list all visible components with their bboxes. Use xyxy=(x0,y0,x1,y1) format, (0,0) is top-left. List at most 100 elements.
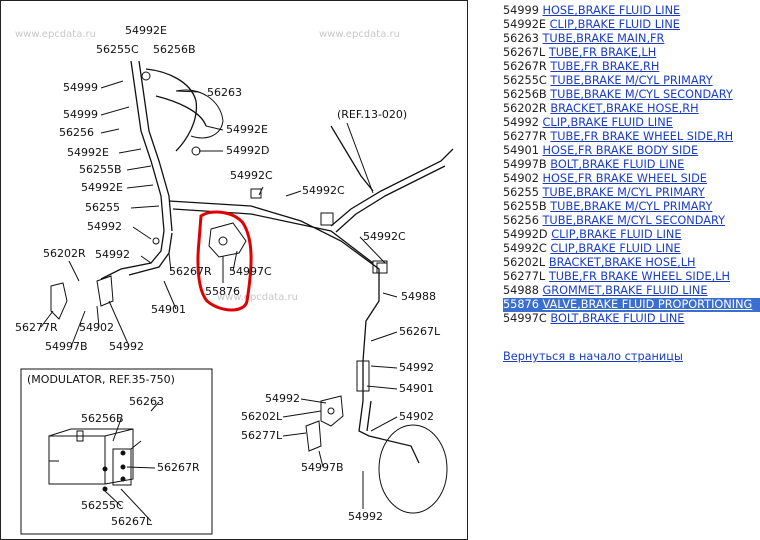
callout: 54992 xyxy=(399,361,434,374)
callout: 54992 xyxy=(95,248,130,261)
part-description-link[interactable]: CLIP,BRAKE FLUID LINE xyxy=(551,228,682,241)
part-number: 56255C xyxy=(503,74,547,87)
callout: 54997B xyxy=(45,340,88,353)
callout: 54988 xyxy=(401,290,436,303)
part-number: 56255B xyxy=(503,200,547,213)
callout: 54992E xyxy=(67,146,109,159)
leader-lines xyxy=(40,80,398,522)
part-row: 54988 GROMMET,BRAKE FLUID LINE xyxy=(503,284,760,298)
part-number: 54988 xyxy=(503,284,539,297)
watermark: www.epcdata.ru xyxy=(217,292,298,303)
part-row: 56267R TUBE,FR BRAKE,RH xyxy=(503,60,760,74)
part-description-link[interactable]: BOLT,BRAKE FLUID LINE xyxy=(550,158,685,171)
part-row: 54901 HOSE,FR BRAKE BODY SIDE xyxy=(503,144,760,158)
part-row-selected: 55876 VALVE,BRAKE FLUID PROPORTIONING xyxy=(503,298,760,312)
callout: 54992 xyxy=(348,510,383,523)
part-description-link[interactable]: HOSE,FR BRAKE WHEEL SIDE xyxy=(542,172,707,185)
part-number: 56277L xyxy=(503,270,546,283)
part-description-link[interactable]: HOSE,FR BRAKE BODY SIDE xyxy=(542,144,699,157)
part-number: 56277R xyxy=(503,130,547,143)
part-description-link[interactable]: CLIP,BRAKE FLUID LINE xyxy=(549,18,680,31)
parts-diagram: www.epcdata.ru www.epcdata.ru www.epcdat… xyxy=(0,0,468,540)
part-number: 56202L xyxy=(503,256,546,269)
part-row: 54997C BOLT,BRAKE FLUID LINE xyxy=(503,312,760,326)
callout: 54997B xyxy=(301,461,344,474)
callout: 56202R xyxy=(43,247,86,260)
part-description-link[interactable]: HOSE,BRAKE FLUID LINE xyxy=(542,4,681,17)
callout: 56255C xyxy=(81,499,124,512)
part-number: 56267R xyxy=(503,60,547,73)
watermark: www.epcdata.ru xyxy=(319,29,400,40)
part-description-link[interactable]: TUBE,BRAKE M/CYL PRIMARY xyxy=(542,186,705,199)
callout: 54901 xyxy=(151,303,186,316)
part-row: 56256B TUBE,BRAKE M/CYL SECONDARY xyxy=(503,88,760,102)
part-description-link[interactable]: TUBE,FR BRAKE,RH xyxy=(550,60,660,73)
part-description-link[interactable]: TUBE,FR BRAKE WHEEL SIDE,LH xyxy=(548,270,730,283)
part-description-link[interactable]: TUBE,FR BRAKE WHEEL SIDE,RH xyxy=(550,130,734,143)
part-number: 54992D xyxy=(503,228,548,241)
part-number: 56202R xyxy=(503,102,547,115)
part-row: 56255 TUBE,BRAKE M/CYL PRIMARY xyxy=(503,186,760,200)
callout: 56256 xyxy=(59,126,94,139)
callout: 56277L xyxy=(241,429,283,442)
callout: 56256B xyxy=(81,412,124,425)
callout: 54999 xyxy=(63,81,98,94)
part-number: 54992C xyxy=(503,242,547,255)
callout: 56277R xyxy=(15,321,58,334)
callout: 56255 xyxy=(85,201,120,214)
part-row: 56256 TUBE,BRAKE M/CYL SECONDARY xyxy=(503,214,760,228)
part-number: 54902 xyxy=(503,172,539,185)
modulator-label: (MODULATOR, REF.35-750) xyxy=(27,373,175,386)
part-row: 54992C CLIP,BRAKE FLUID LINE xyxy=(503,242,760,256)
part-description-link[interactable]: TUBE,BRAKE M/CYL PRIMARY xyxy=(550,74,713,87)
part-description-link[interactable]: TUBE,BRAKE M/CYL SECONDARY xyxy=(542,214,726,227)
callout: 54997C xyxy=(229,265,272,278)
part-number: 56263 xyxy=(503,32,539,45)
part-number: 54997C xyxy=(503,312,547,325)
part-row: 54902 HOSE,FR BRAKE WHEEL SIDE xyxy=(503,172,760,186)
callout: 54901 xyxy=(399,382,434,395)
callout: 56267R xyxy=(157,461,200,474)
callout: 54992E xyxy=(226,123,268,136)
part-row: 56267L TUBE,FR BRAKE,LH xyxy=(503,46,760,60)
part-row: 54992D CLIP,BRAKE FLUID LINE xyxy=(503,228,760,242)
callout: 56255B xyxy=(79,163,122,176)
callout: 54992 xyxy=(87,220,122,233)
callout: 54992C xyxy=(302,184,345,197)
part-number: 56256B xyxy=(503,88,547,101)
part-description-link[interactable]: TUBE,BRAKE M/CYL PRIMARY xyxy=(550,200,713,213)
part-description-link[interactable]: TUBE,FR BRAKE,LH xyxy=(548,46,657,59)
part-row: 56255B TUBE,BRAKE M/CYL PRIMARY xyxy=(503,200,760,214)
part-description-link[interactable]: GROMMET,BRAKE FLUID LINE xyxy=(542,284,708,297)
part-number: 55876 xyxy=(503,298,539,311)
part-description-link[interactable]: VALVE,BRAKE FLUID PROPORTIONING xyxy=(542,298,753,311)
part-row: 54992 CLIP,BRAKE FLUID LINE xyxy=(503,116,760,130)
callout: 54999 xyxy=(63,108,98,121)
callout: 54992D xyxy=(226,144,269,157)
part-description-link[interactable]: CLIP,BRAKE FLUID LINE xyxy=(550,242,681,255)
modulator-drawing xyxy=(48,428,134,492)
modulator-inset xyxy=(20,368,213,535)
part-number: 54901 xyxy=(503,144,539,157)
callout: 56255C xyxy=(96,43,139,56)
part-row: 56255C TUBE,BRAKE M/CYL PRIMARY xyxy=(503,74,760,88)
part-description-link[interactable]: BRACKET,BRAKE HOSE,RH xyxy=(550,102,699,115)
callout: 56267L xyxy=(399,325,441,338)
callout: 56256B xyxy=(153,43,196,56)
diagram-canvas: www.epcdata.ru www.epcdata.ru www.epcdat… xyxy=(15,24,454,535)
callout: 54992E xyxy=(81,181,123,194)
part-description-link[interactable]: BRACKET,BRAKE HOSE,LH xyxy=(548,256,696,269)
part-description-link[interactable]: TUBE,BRAKE M/CYL SECONDARY xyxy=(550,88,733,101)
callout: 54992 xyxy=(109,340,144,353)
part-number: 54992 xyxy=(503,116,539,129)
callout: 56263 xyxy=(129,395,164,408)
part-description-link[interactable]: TUBE,BRAKE MAIN,FR xyxy=(542,32,665,45)
leader-line xyxy=(346,122,374,194)
part-row: 56202R BRACKET,BRAKE HOSE,RH xyxy=(503,102,760,116)
callout: 54992C xyxy=(363,230,406,243)
part-description-link[interactable]: BOLT,BRAKE FLUID LINE xyxy=(550,312,685,325)
part-description-link[interactable]: CLIP,BRAKE FLUID LINE xyxy=(542,116,673,129)
back-to-top-link[interactable]: Вернуться в начало страницы xyxy=(503,350,683,363)
callout: 56263 xyxy=(207,86,242,99)
